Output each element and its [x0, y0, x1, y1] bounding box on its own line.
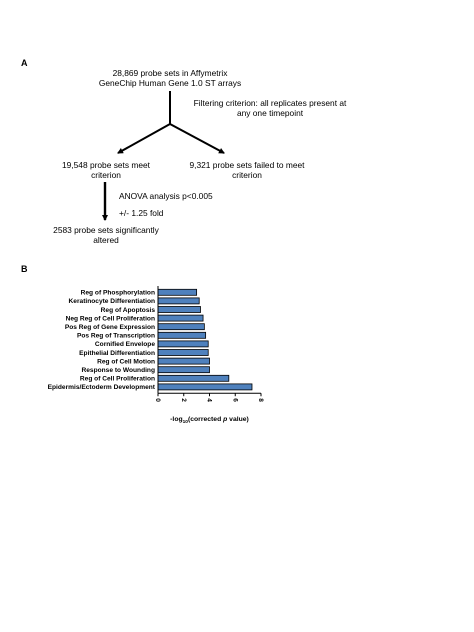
bar: [157, 314, 204, 322]
panel-b-label: B: [21, 264, 28, 274]
x-tick-label: 4: [206, 398, 213, 402]
x-tick-label: 0: [154, 398, 161, 402]
category-label: Reg of Cell Proliferation: [80, 376, 155, 383]
x-tick-label: 6: [231, 398, 238, 402]
x-axis-label-part: value): [227, 416, 249, 423]
left-box-line-2: criterion: [91, 170, 121, 180]
filter-note-line-2: any one timepoint: [236, 108, 304, 118]
fold-note: +/- 1.25 fold: [119, 208, 164, 218]
x-axis-label-part: -log: [170, 416, 182, 423]
bar: [157, 331, 207, 339]
category-label: Response to Wounding: [81, 367, 155, 374]
x-axis-label: -log10(corrected p value): [170, 416, 249, 425]
bar: [157, 357, 210, 365]
category-label: Reg of Cell Motion: [97, 358, 155, 365]
x-tick-label: 8: [257, 398, 264, 402]
category-label: Pos Reg of Transcription: [77, 333, 155, 340]
bar: [157, 349, 209, 356]
top-box-text: 28,869 probe sets in Affymetrix GeneChip…: [70, 68, 270, 88]
right-box-line-2: criterion: [232, 170, 262, 180]
flow-arrows: [102, 91, 225, 221]
x-axis-label-part: (corrected: [188, 416, 223, 423]
x-axis-label-part: 10: [183, 419, 189, 425]
bottom-box-text: 2583 probe sets significantly altered: [46, 225, 166, 245]
top-box-line-1: 28,869 probe sets in Affymetrix: [112, 68, 228, 78]
category-label: Epithelial Differentiation: [79, 350, 155, 357]
bar: [157, 340, 209, 348]
category-label: Reg of Phosphorylation: [81, 290, 155, 297]
category-label: Cornified Envelope: [95, 341, 155, 348]
right-box-line-1: 9,321 probe sets failed to meet: [189, 160, 305, 170]
top-box-line-2: GeneChip Human Gene 1.0 ST arrays: [98, 78, 242, 88]
bar: [157, 297, 200, 305]
bar: [157, 366, 210, 374]
left-branch-arrow: [117, 123, 171, 154]
category-label: Reg of Apoptosis: [101, 307, 156, 314]
bottom-box-line-1: 2583 probe sets significantly: [53, 225, 159, 235]
right-branch-arrow: [169, 123, 225, 154]
bar: [157, 383, 253, 391]
left-box-line-1: 19,548 probe sets meet: [62, 160, 150, 170]
filter-note-line-1: Filtering criterion: all replicates pres…: [193, 98, 347, 108]
bar: [157, 323, 205, 331]
bar: [157, 374, 230, 382]
right-box-text: 9,321 probe sets failed to meet criterio…: [182, 160, 312, 180]
x-tick-label: 2: [180, 398, 187, 402]
filter-note: Filtering criterion: all replicates pres…: [180, 98, 360, 118]
bar: [157, 288, 198, 296]
panel-a-label: A: [21, 58, 28, 68]
category-label: Epidermis/Ectoderm Development: [48, 384, 156, 391]
category-label: Pos Reg of Gene Expression: [65, 324, 155, 331]
category-label: Neg Reg of Cell Proliferation: [66, 315, 155, 322]
x-axis-label-part: p: [222, 416, 227, 423]
bottom-box-line-2: altered: [93, 235, 119, 245]
anova-note: ANOVA analysis p<0.005: [119, 191, 213, 201]
bar: [157, 306, 201, 313]
left-box-text: 19,548 probe sets meet criterion: [46, 160, 166, 180]
category-label: Keratinocyte Differentiation: [69, 298, 155, 305]
